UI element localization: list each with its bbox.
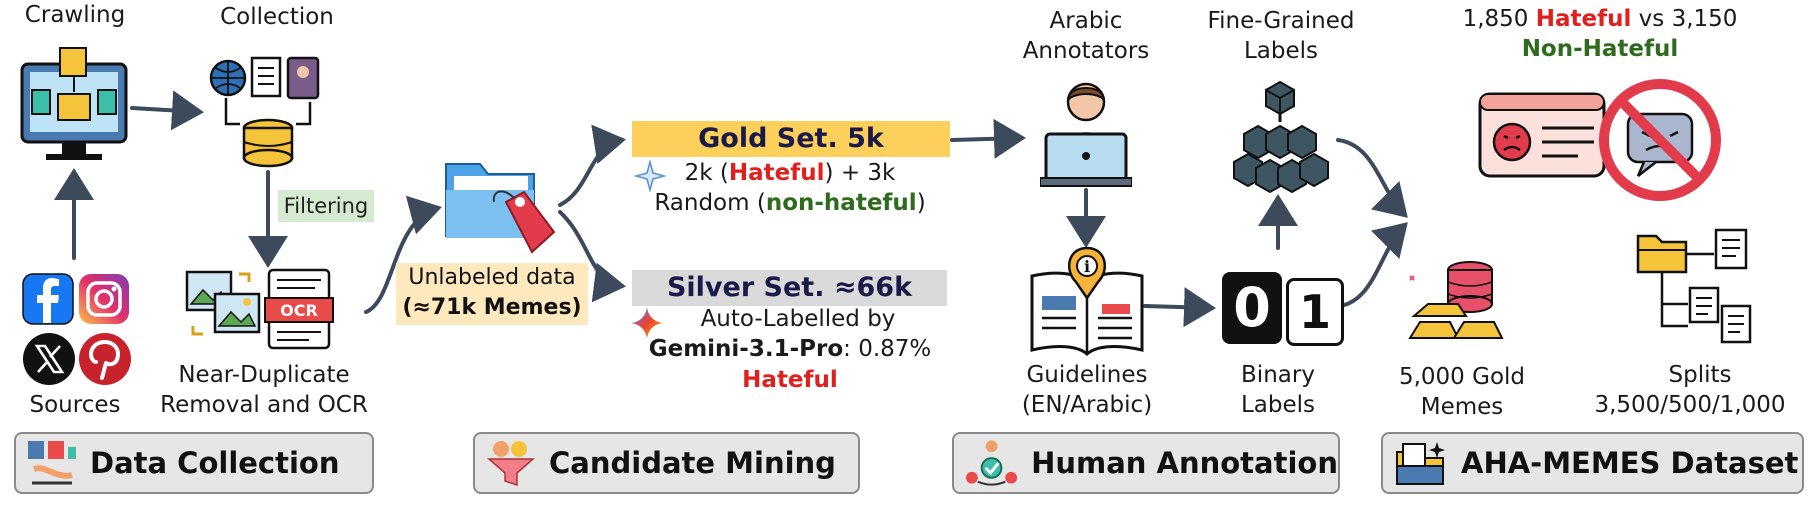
gold-desc2-a: Random ( [654, 190, 766, 216]
facebook-icon [22, 273, 74, 325]
stats-a: 1,850 [1462, 6, 1536, 32]
guidelines-book-icon: i [1030, 246, 1144, 357]
prohibited-meme-icon [1599, 79, 1721, 201]
dataset-stats-line1: 1,850 Hateful vs 3,150 [1420, 4, 1780, 34]
gold-desc-line2: Random (non-hateful) [640, 188, 940, 218]
filtering-tag: Filtering [278, 190, 374, 222]
arrow-binary-to-dataset [1338, 222, 1408, 308]
gold-desc-b: ) + 3k [824, 160, 896, 186]
splits-label-line1: Splits [1668, 362, 1732, 388]
svg-text:i: i [1084, 257, 1090, 276]
unlabeled-line2: (≈71k Memes) [402, 295, 582, 320]
stage-aha-memes-dataset: AHA-MEMES Dataset [1381, 432, 1804, 494]
collection-label: Collection [220, 4, 334, 30]
stage-human-annotation: Human Annotation [952, 432, 1340, 494]
stage-label-data-collection: Data Collection [90, 446, 340, 480]
gold-desc-a: 2k ( [684, 160, 729, 186]
silver-set-title: Silver Set. ≈66k [632, 270, 947, 306]
pinterest-icon [79, 333, 131, 385]
crawling-monitor-icon [20, 47, 128, 160]
stats-hateful: Hateful [1535, 6, 1632, 32]
sources-label: Sources [29, 392, 121, 418]
annotators-label-line1: Arabic [1049, 8, 1123, 34]
gold-desc2-nonhateful: non-hateful [765, 190, 917, 216]
gemini-star-icon [631, 307, 663, 339]
silver-model: Gemini-3.1-Pro [648, 336, 844, 362]
dataset-stage-icon [1396, 442, 1445, 485]
crawling-label: Crawling [24, 2, 126, 28]
binary-label-line1: Binary [1241, 362, 1315, 388]
stage-label-aha-memes-dataset: AHA-MEMES Dataset [1461, 446, 1799, 480]
collection-database-icon [209, 56, 320, 168]
folder-tag-icon [445, 163, 556, 254]
fine-grained-label-line2: Labels [1243, 38, 1319, 64]
stage-label-candidate-mining: Candidate Mining [549, 446, 836, 480]
instagram-icon [79, 274, 129, 324]
stage-data-collection: Data Collection [14, 432, 374, 494]
candidate-mining-stage-icon [487, 441, 535, 487]
x-twitter-icon [23, 333, 75, 385]
human-annotation-stage-icon [965, 440, 1018, 486]
gold-memes-label-line1: 5,000 Gold [1398, 364, 1526, 390]
arrow-gold-to-annotators [950, 118, 1026, 159]
silver-desc-line1: Auto-Labelled by [700, 306, 896, 332]
gold-set-title: Gold Set. 5k [632, 121, 950, 157]
stage-label-human-annotation: Human Annotation [1031, 446, 1338, 480]
splits-label-line2: 3,500/500/1,000 [1594, 392, 1786, 418]
dedup-label-line1: Near-Duplicate [178, 362, 350, 388]
gold-desc-hateful: Hateful [728, 160, 825, 186]
silver-desc-line2: Gemini-3.1-Pro: 0.87% [640, 334, 940, 364]
binary-label-line2: Labels [1240, 392, 1316, 418]
gold-memes-label-line2: Memes [1420, 394, 1504, 420]
sparkle-icon [634, 160, 666, 192]
stats-nonhateful: Non-Hateful [1521, 36, 1679, 62]
annotators-label-line2: Annotators [1022, 38, 1150, 64]
hateful-meme-card-icon [1478, 92, 1606, 178]
arrow-fine-to-dataset [1336, 138, 1408, 218]
dedup-label-line2: Removal and OCR [160, 392, 368, 418]
unlabeled-line1: Unlabeled data [408, 265, 576, 290]
arrow-to-gold [558, 124, 626, 207]
stage-candidate-mining: Candidate Mining [473, 432, 860, 494]
guidelines-label-line2: (EN/Arabic) [1021, 392, 1153, 418]
gold-desc-line1: 2k (Hateful) + 3k [640, 158, 940, 188]
cubes-stack-icon [1233, 80, 1329, 194]
silver-desc2: : 0.87% [843, 336, 932, 362]
binary-one-block: 1 [1286, 278, 1344, 346]
arrow-crawl-to-collection [130, 90, 204, 131]
arrow-to-silver [558, 210, 626, 303]
dedup-ocr-icon: OCR [185, 268, 334, 350]
ocr-badge-text: OCR [280, 301, 318, 320]
arrow-guidelines-to-binary [1143, 287, 1216, 328]
unlabeled-data-box: Unlabeled data (≈71k Memes) [396, 263, 588, 325]
gold-bars-icon [1408, 261, 1504, 339]
data-collection-stage-icon [28, 441, 76, 485]
stats-b: vs 3,150 [1631, 6, 1738, 32]
annotator-laptop-icon [1040, 82, 1132, 187]
arrow-dedup-to-mining [364, 195, 442, 314]
fine-grained-label-line1: Fine-Grained [1207, 8, 1355, 34]
splits-folder-tree-icon [1636, 228, 1752, 344]
binary-zero-block: 0 [1222, 272, 1282, 344]
guidelines-label-line1: Guidelines [1026, 362, 1148, 388]
silver-hateful: Hateful [742, 367, 838, 393]
gold-desc2-b: ) [916, 190, 926, 216]
